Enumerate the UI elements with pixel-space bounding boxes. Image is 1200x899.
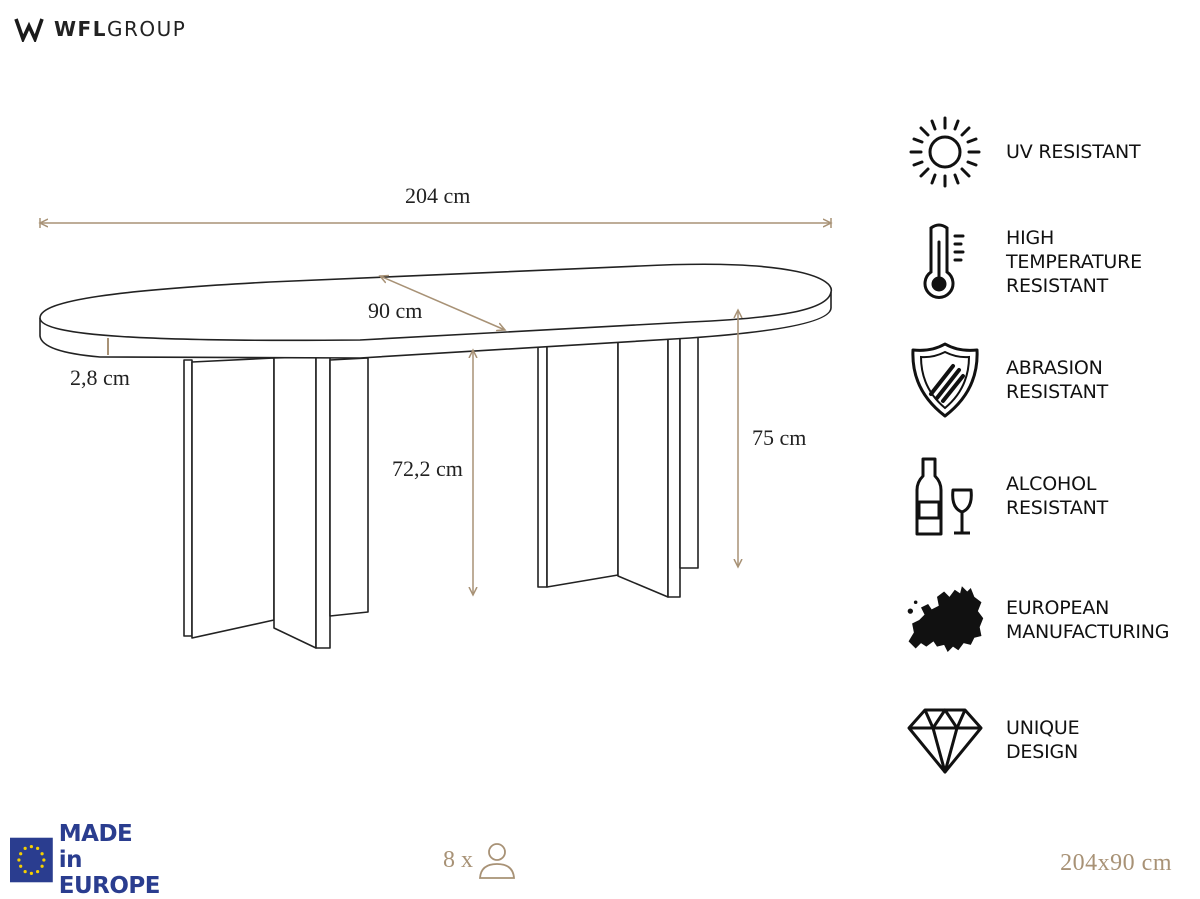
feature-alcohol-resistant: ALCOHOL RESISTANT [905, 456, 1195, 536]
feature-unique-design: UNIQUE DESIGN [905, 700, 1195, 780]
table-drawing [0, 218, 900, 649]
sun-icon [909, 116, 981, 188]
dimension-lines [40, 218, 831, 595]
feature-label: UV RESISTANT [1006, 141, 1141, 163]
table-legs [183, 332, 699, 649]
length-label: 204 cm [405, 183, 471, 208]
feature-label: UNIQUE DESIGN [1006, 717, 1080, 763]
leg-height-label: 72,2 cm [392, 456, 463, 481]
wfl-logo-icon [14, 18, 44, 42]
seating-capacity: 8 x [443, 838, 517, 882]
made-in-europe-text: MADE in EUROPE [58, 821, 161, 899]
feature-label: ABRASION RESISTANT [1006, 357, 1109, 403]
made-in-europe-badge: MADE in EUROPE [10, 821, 161, 899]
person-icon [479, 843, 515, 879]
diamond-icon [907, 708, 983, 774]
total-height-label: 75 cm [752, 425, 807, 450]
feature-uv-resistant: UV RESISTANT [905, 112, 1195, 192]
feature-label: ALCOHOL RESISTANT [1006, 473, 1109, 519]
seats-count: 8 x [443, 846, 473, 873]
feature-label: EUROPEAN MANUFACTURING [1006, 597, 1170, 643]
thermometer-icon [923, 223, 965, 299]
europe-map-icon [907, 586, 984, 652]
feature-high-temperature-resistant: HIGH TEMPERATURE RESISTANT [905, 222, 1195, 302]
feature-abrasion-resistant: ABRASION RESISTANT [905, 340, 1195, 420]
width-dim-line [380, 276, 505, 330]
wine-bottle-glass-icon [915, 457, 973, 536]
eu-flag-icon [10, 837, 53, 883]
width-label: 90 cm [368, 298, 423, 323]
feature-label: HIGH TEMPERATURE RESISTANT [1006, 227, 1142, 297]
product-size: 204x90 cm [1060, 850, 1172, 876]
table-top [39, 263, 833, 359]
brand-logo: WFLGROUP [14, 14, 186, 44]
brand-name: WFLGROUP [54, 17, 187, 41]
feature-european-manufacturing: EUROPEAN MANUFACTURING [905, 580, 1195, 660]
scratched-shield-icon [911, 342, 979, 418]
thickness-label: 2,8 cm [70, 365, 130, 390]
